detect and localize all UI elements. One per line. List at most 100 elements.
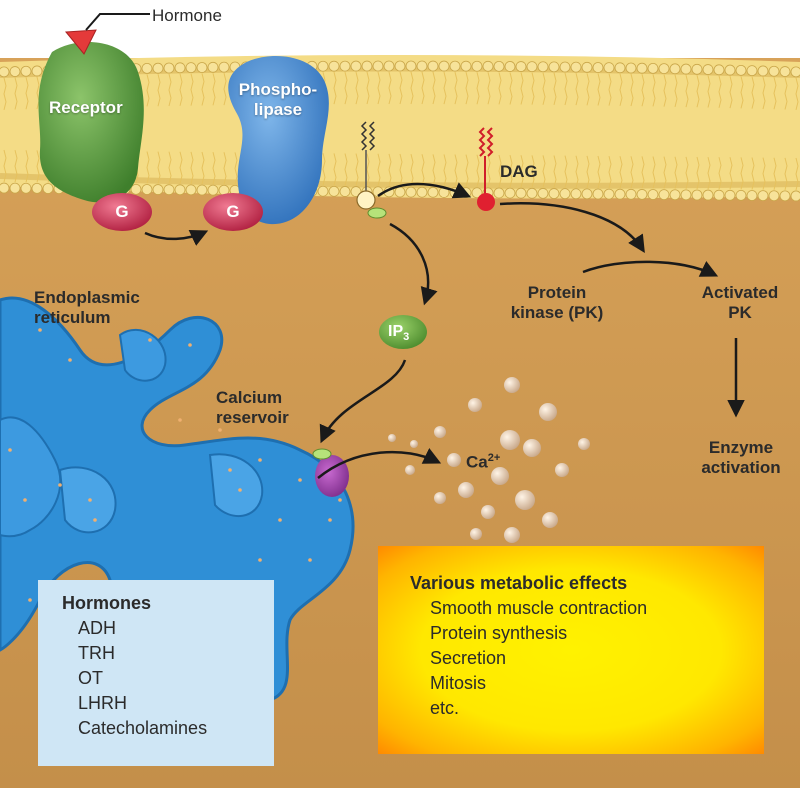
membrane-lipid-head	[702, 64, 714, 75]
membrane-lipid-tail	[3, 77, 7, 183]
membrane-lipid-tail	[751, 76, 755, 190]
er-ribosome-dot	[178, 418, 182, 422]
membrane-lipid-head	[20, 65, 32, 77]
membrane-lipid-tail	[498, 72, 502, 188]
dag-lipid	[477, 127, 495, 211]
membrane-lipid-head	[658, 189, 670, 201]
membrane-lipid-head	[724, 64, 736, 76]
membrane-lipid-head	[350, 60, 362, 72]
membrane-lipid-head	[504, 61, 516, 72]
er-ribosome-dot	[228, 468, 232, 472]
er-ribosome-dot	[8, 448, 12, 452]
calcium-ion	[515, 490, 535, 510]
membrane-lipid-head	[592, 188, 604, 200]
er-ribosome-dot	[93, 518, 97, 522]
membrane-lipid-head	[537, 188, 549, 199]
calcium-ion	[458, 482, 474, 498]
membrane-lipid-tail	[366, 71, 370, 186]
membrane-lipid-head	[548, 61, 560, 73]
hormones-box-title: Hormones	[62, 593, 152, 613]
membrane-lipid-head	[174, 62, 186, 74]
calcium-ion	[504, 527, 520, 543]
calcium-ion	[523, 439, 541, 457]
membrane-lipid-head	[526, 187, 538, 199]
membrane-lipid-head	[317, 60, 329, 72]
er-ribosome-dot	[68, 358, 72, 362]
er-ribosome-dot	[88, 498, 92, 502]
membrane-lipid-tail	[377, 71, 381, 186]
membrane-lipid-head	[416, 186, 428, 198]
enzyme-activation-label: Enzyme activation	[701, 438, 781, 477]
membrane-lipid-head	[185, 62, 197, 74]
hormones-item: ADH	[78, 618, 117, 638]
membrane-lipid-head	[713, 64, 725, 76]
membrane-lipid-head	[603, 62, 615, 74]
metabolic-effects-box: Various metabolic effects Smooth muscle …	[378, 546, 764, 754]
er-ribosome-dot	[38, 328, 42, 332]
membrane-lipid-tail	[201, 73, 205, 185]
protein-kinase-label: Protein kinase (PK)	[510, 283, 604, 322]
phospholipase-label: Phospho- lipase	[238, 80, 318, 119]
membrane-lipid-tail	[399, 71, 403, 187]
membrane-lipid-tail	[432, 71, 436, 187]
membrane-lipid-head	[614, 188, 626, 200]
membrane-lipid-tail	[718, 75, 722, 190]
membrane-lipid-head	[405, 186, 417, 198]
calcium-ion	[539, 403, 557, 421]
membrane-lipid-head	[680, 189, 692, 201]
arrow-to-ip3	[389, 222, 438, 306]
membrane-lipid-head	[141, 63, 153, 74]
calcium-ion	[468, 398, 482, 412]
membrane-lipid-head	[207, 184, 219, 196]
membrane-lipid-head	[570, 61, 582, 73]
g-protein-1-label: G	[115, 202, 129, 221]
membrane-lipid-head	[9, 182, 21, 194]
pip2-lipid	[356, 121, 387, 219]
effects-item: Mitosis	[430, 673, 487, 693]
membrane-lipid-head	[669, 189, 681, 201]
membrane-lipid-head	[0, 182, 10, 194]
er-ribosome-dot	[58, 483, 62, 487]
er-ribosome-dot	[28, 598, 32, 602]
membrane-lipid-tail	[630, 73, 634, 189]
membrane-lipid-tail	[542, 72, 546, 188]
membrane-lipid-tail	[564, 72, 568, 188]
membrane-lipid-tail	[410, 71, 414, 187]
calcium-ions	[388, 377, 590, 543]
membrane-lipid-head	[625, 62, 637, 74]
effects-item: Secretion	[430, 648, 507, 668]
extracellular-space	[0, 0, 800, 58]
ip3-receptor-site	[312, 448, 332, 460]
membrane-lipid-head	[757, 65, 769, 77]
membrane-lipid-head	[471, 60, 483, 72]
membrane-lipid-tail	[190, 73, 194, 185]
calcium-ion	[555, 463, 569, 477]
membrane-lipid-head	[658, 63, 670, 75]
membrane-lipid-head	[680, 63, 692, 75]
membrane-lipid-head	[625, 188, 637, 200]
ip3-subscript: 3	[403, 331, 410, 344]
er-ribosome-dot	[238, 488, 242, 492]
calcium-superscript: 2+	[487, 452, 501, 464]
membrane-lipid-tail	[729, 75, 733, 190]
membrane-lipid-head	[636, 62, 648, 74]
calcium-ion	[447, 453, 461, 467]
calcium-ion	[491, 467, 509, 485]
membrane-lipid-head	[757, 190, 769, 202]
membrane-lipid-head	[416, 60, 428, 72]
membrane-lipid-head	[614, 62, 626, 74]
er-ribosome-dot	[328, 518, 332, 522]
calcium-channel	[315, 455, 349, 497]
er-ribosome-dot	[23, 498, 27, 502]
calcium-ion	[410, 440, 418, 448]
membrane-lipid-head	[647, 189, 659, 200]
membrane-lipid-head	[207, 61, 219, 73]
membrane-lipid-tail	[36, 76, 40, 183]
activated-pk-label: Activated PK	[701, 283, 779, 322]
membrane-lipid-head	[196, 62, 208, 73]
hormone-label: Hormone	[152, 6, 222, 25]
membrane-lipid-head	[372, 60, 384, 72]
membrane-lipid-head	[130, 183, 142, 195]
membrane-lipid-tail	[740, 76, 744, 190]
